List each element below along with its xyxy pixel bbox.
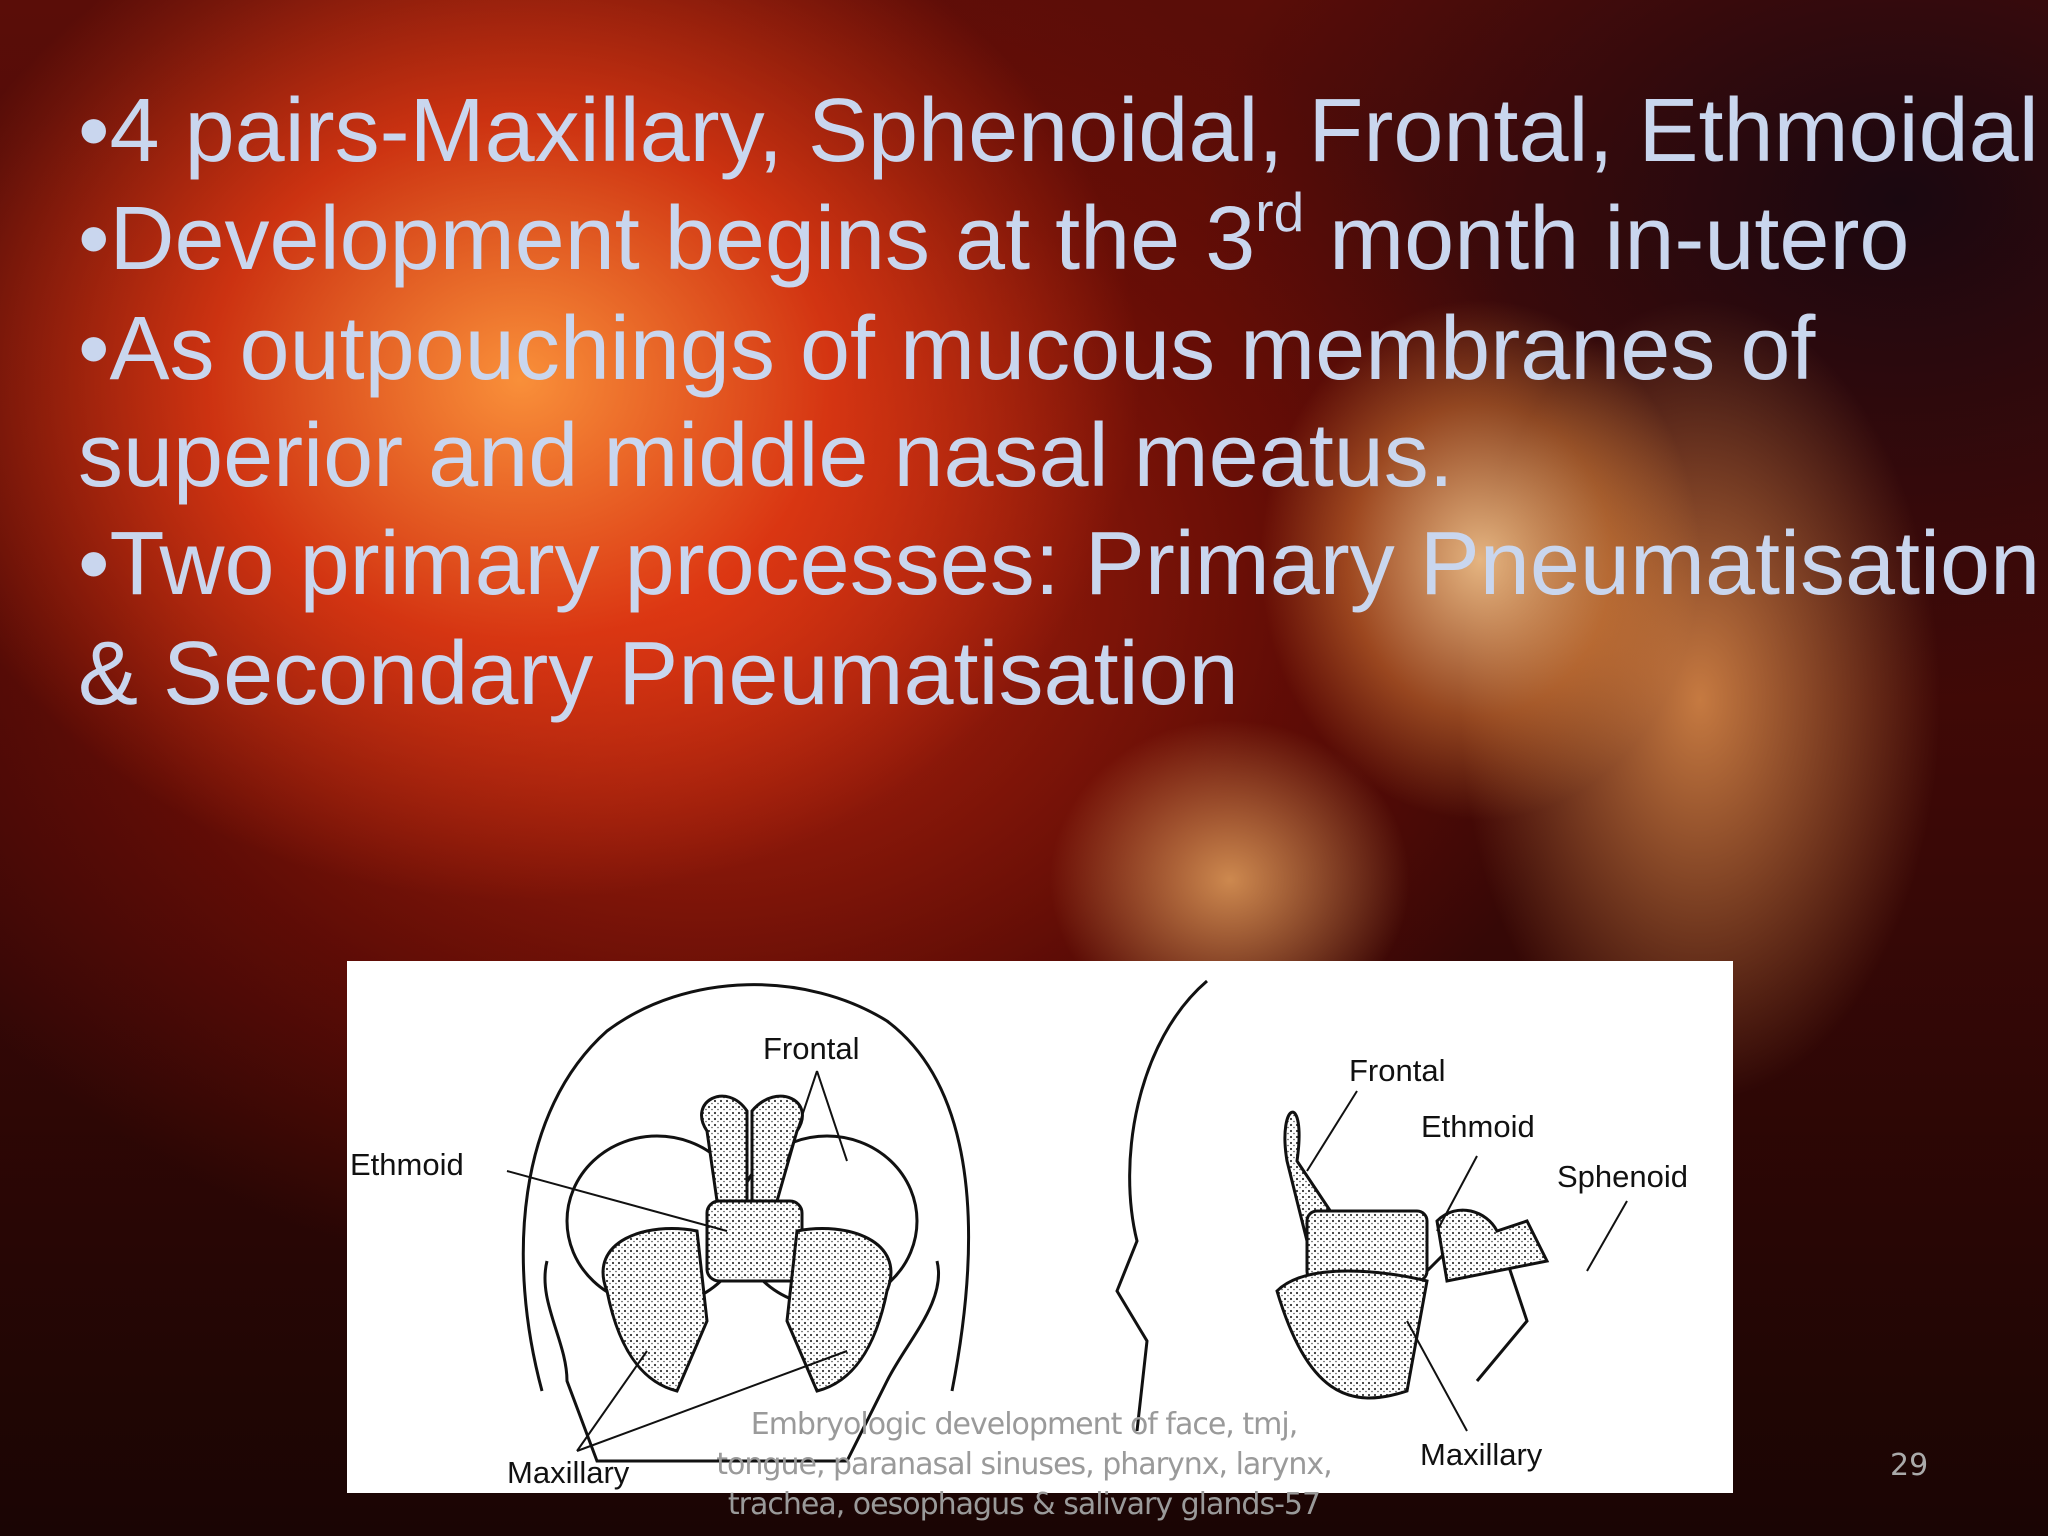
bullet-outpouchings: •As outpouchings of mucous membranes of bbox=[78, 299, 1816, 399]
bullet-text: month in-utero bbox=[1304, 189, 1910, 289]
footer-line: Embryologic development of face, tmj, bbox=[750, 1407, 1298, 1442]
label-ethmoid-side: Ethmoid bbox=[1421, 1109, 1535, 1144]
page-number: 29 bbox=[1890, 1448, 1929, 1483]
skull-illustration bbox=[506, 979, 1628, 1463]
label-sphenoid-side: Sphenoid bbox=[1557, 1159, 1689, 1194]
bullet-sinus-pairs: •4 pairs-Maxillary, Sphenoidal, Frontal,… bbox=[78, 81, 2039, 181]
bullet-processes-cont: & Secondary Pneumatisation bbox=[78, 624, 1239, 724]
bullet-outpouchings-cont: superior and middle nasal meatus. bbox=[78, 406, 1454, 506]
label-frontal-side: Frontal bbox=[1349, 1053, 1446, 1088]
label-maxillary-front: Maxillary bbox=[507, 1455, 630, 1490]
label-maxillary-side: Maxillary bbox=[1420, 1437, 1543, 1472]
slide-footer: Embryologic development of face, tmj, to… bbox=[700, 1405, 1348, 1525]
sinus-diagram: Frontal Ethmoid Maxillary Frontal Ethmoi… bbox=[347, 961, 1733, 1493]
superscript: rd bbox=[1255, 181, 1305, 243]
footer-line: trachea, oesophagus & salivary glands-57 bbox=[727, 1487, 1321, 1522]
footer-line: tongue, paranasal sinuses, pharynx, lary… bbox=[716, 1447, 1332, 1482]
label-frontal-front: Frontal bbox=[763, 1031, 860, 1066]
bullet-processes: •Two primary processes: Primary Pneumati… bbox=[78, 514, 2041, 614]
label-ethmoid-front: Ethmoid bbox=[350, 1147, 464, 1182]
bullet-text: •Development begins at the 3 bbox=[78, 189, 1256, 289]
bullet-development: •Development begins at the 3rd month in-… bbox=[78, 185, 1909, 285]
